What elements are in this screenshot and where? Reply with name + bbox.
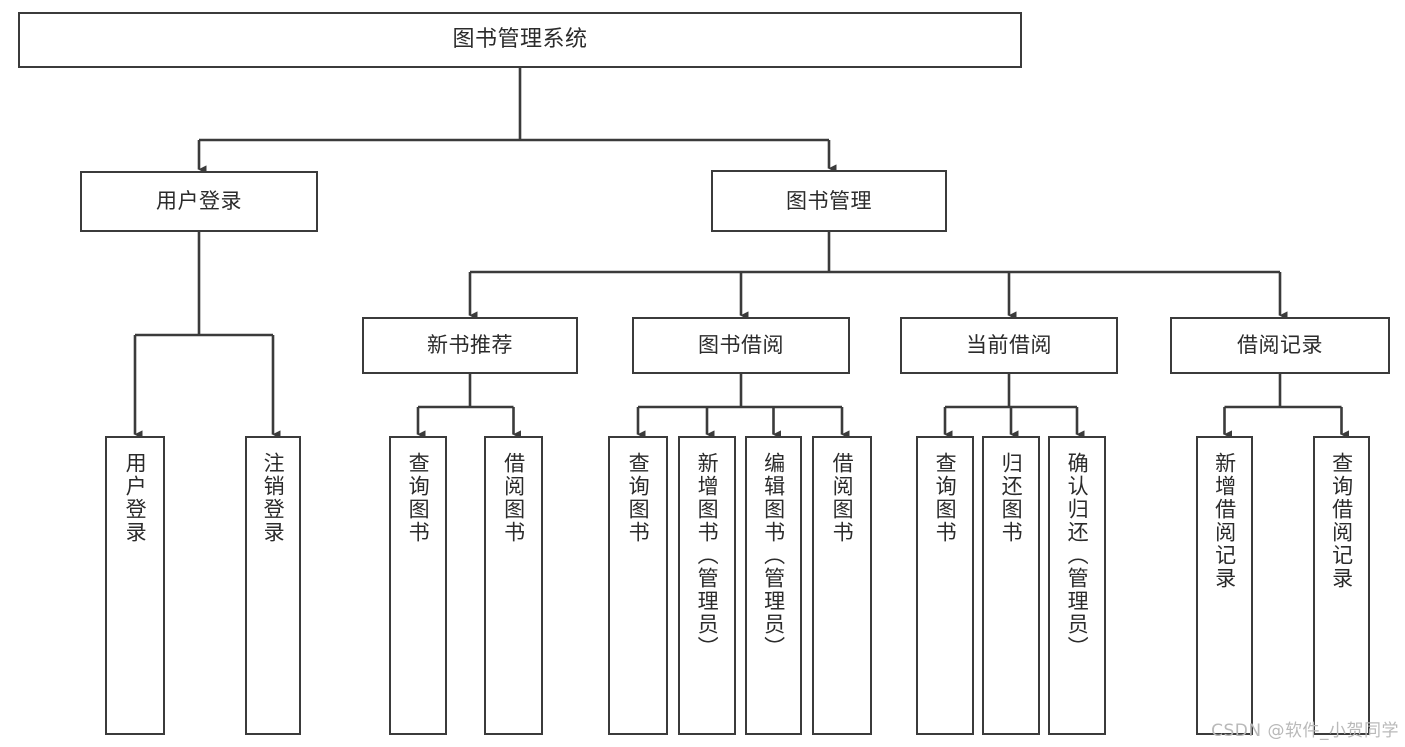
node-label: 图书借阅 [698, 333, 784, 358]
node-label: 查询图书 [933, 452, 958, 544]
node-label: 查询借阅记录 [1329, 452, 1354, 590]
node-leaf-user-login[interactable]: 用户登录 [105, 436, 165, 735]
node-leaf-borrow-add-book[interactable]: 新增图书（管理员） [678, 436, 736, 735]
node-current-borrow[interactable]: 当前借阅 [900, 317, 1118, 374]
node-new-book-rec[interactable]: 新书推荐 [362, 317, 578, 374]
node-label: 归还图书 [999, 452, 1024, 544]
node-label: 借阅图书 [501, 452, 526, 544]
node-label: 借阅图书 [830, 452, 855, 544]
node-leaf-borrow-borrow-book[interactable]: 借阅图书 [812, 436, 872, 735]
node-leaf-record-add[interactable]: 新增借阅记录 [1196, 436, 1253, 735]
node-root[interactable]: 图书管理系统 [18, 12, 1022, 68]
node-leaf-borrow-edit-book[interactable]: 编辑图书（管理员） [745, 436, 802, 735]
node-label: 图书管理 [786, 188, 872, 213]
node-leaf-rec-query-book[interactable]: 查询图书 [389, 436, 447, 735]
node-label: 用户登录 [123, 452, 148, 544]
node-leaf-current-query-book[interactable]: 查询图书 [916, 436, 974, 735]
node-label: 查询图书 [406, 452, 431, 544]
node-leaf-user-logout[interactable]: 注销登录 [245, 436, 301, 735]
node-leaf-borrow-query-book[interactable]: 查询图书 [608, 436, 668, 735]
node-label: 借阅记录 [1237, 333, 1323, 358]
node-label: 查询图书 [626, 452, 651, 544]
node-borrow-record[interactable]: 借阅记录 [1170, 317, 1390, 374]
node-label: 新增图书（管理员） [695, 452, 720, 659]
node-leaf-rec-borrow-book[interactable]: 借阅图书 [484, 436, 543, 735]
node-label: 新书推荐 [427, 333, 513, 358]
node-label: 注销登录 [261, 452, 286, 544]
node-label: 用户登录 [156, 189, 242, 214]
node-label: 新增借阅记录 [1212, 452, 1237, 590]
node-label: 当前借阅 [966, 333, 1052, 358]
csdn-watermark: CSDN @软件_小贺同学 [1211, 721, 1399, 741]
node-book-manage[interactable]: 图书管理 [711, 170, 947, 232]
node-label: 图书管理系统 [452, 27, 588, 53]
node-leaf-record-query[interactable]: 查询借阅记录 [1313, 436, 1370, 735]
node-user-login[interactable]: 用户登录 [80, 171, 318, 232]
node-label: 编辑图书（管理员） [761, 452, 786, 659]
node-book-borrow[interactable]: 图书借阅 [632, 317, 850, 374]
node-label: 确认归还（管理员） [1065, 452, 1090, 659]
node-leaf-current-return-book[interactable]: 归还图书 [982, 436, 1040, 735]
node-leaf-current-confirm-return[interactable]: 确认归还（管理员） [1048, 436, 1106, 735]
